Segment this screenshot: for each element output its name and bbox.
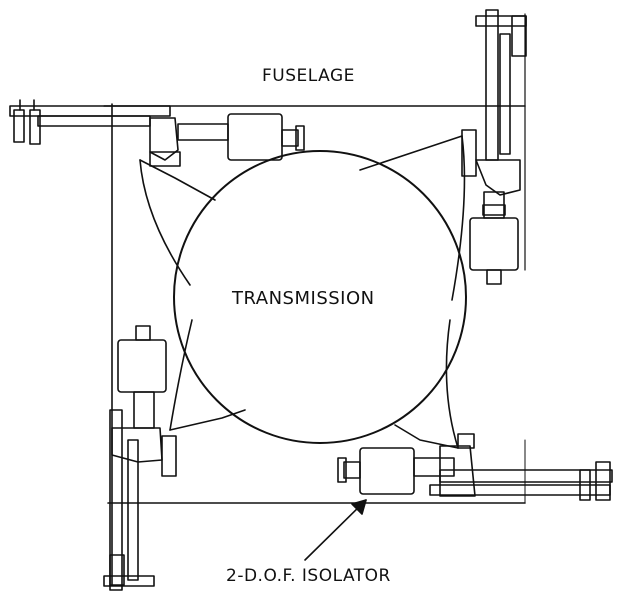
fuselage-label: FUSELAGE xyxy=(262,66,355,86)
isolator-leader xyxy=(304,499,367,561)
transmission-body xyxy=(173,150,467,444)
mount-top-right xyxy=(461,9,527,285)
isolator-label: 2-D.O.F. ISOLATOR xyxy=(226,566,391,586)
mount-bottom-left xyxy=(103,325,177,591)
mount-bottom-right xyxy=(337,433,613,501)
mount-top-left xyxy=(9,99,305,167)
transmission-label: TRANSMISSION xyxy=(232,288,375,309)
transmission-spider xyxy=(139,135,466,449)
